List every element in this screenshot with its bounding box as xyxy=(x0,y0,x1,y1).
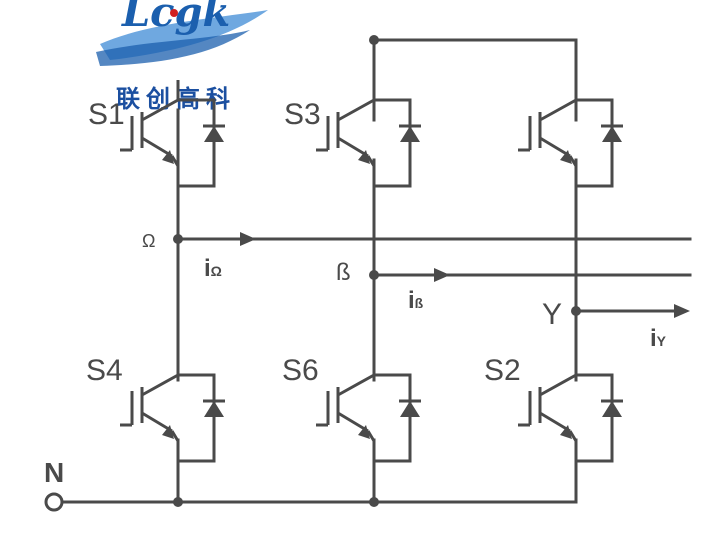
current-arrow-gamma xyxy=(674,304,690,318)
igbt-cell-s3 xyxy=(316,80,421,188)
labels: S1 S3 S4 S6 S2 Ω ß Y N iΩ iß iY xyxy=(44,98,667,488)
company-logo: Lcgk 联创高科 xyxy=(96,0,268,113)
igbt-cell-s5 xyxy=(518,80,623,188)
node-label-beta: ß xyxy=(336,259,351,286)
current-arrow-alpha xyxy=(240,232,256,246)
node-label-neutral: N xyxy=(44,457,64,488)
switch-label-s1: S1 xyxy=(88,98,125,131)
junction-gamma xyxy=(571,306,581,316)
logo-company-name: 联创高科 xyxy=(116,85,236,113)
junction-bottom-2 xyxy=(369,497,379,507)
switch-label-s4: S4 xyxy=(86,354,123,387)
junction-top xyxy=(369,35,379,45)
logo-red-dot xyxy=(170,9,178,17)
node-label-gamma: Y xyxy=(542,298,562,331)
switch-label-s2: S2 xyxy=(484,354,521,387)
current-label-beta: iß xyxy=(408,287,424,314)
junction-alpha xyxy=(173,234,183,244)
junction-beta xyxy=(369,270,379,280)
current-arrow-beta xyxy=(434,268,450,282)
logo-swoosh-dark xyxy=(96,30,250,66)
junctions xyxy=(173,35,581,507)
current-label-alpha: iΩ xyxy=(204,255,222,282)
node-label-alpha: Ω xyxy=(142,231,155,251)
switch-label-s6: S6 xyxy=(282,354,319,387)
junction-bottom-1 xyxy=(173,497,183,507)
switch-label-s3: S3 xyxy=(284,98,321,131)
igbt-cell-s2 xyxy=(518,355,623,463)
neutral-terminal xyxy=(44,492,64,512)
current-label-gamma: iY xyxy=(650,325,667,352)
igbt-cell-s4 xyxy=(120,355,225,463)
igbt-cell-s1 xyxy=(120,80,225,188)
igbt-cell-s6 xyxy=(316,355,421,463)
logo-brand-text: Lcgk xyxy=(121,0,230,36)
